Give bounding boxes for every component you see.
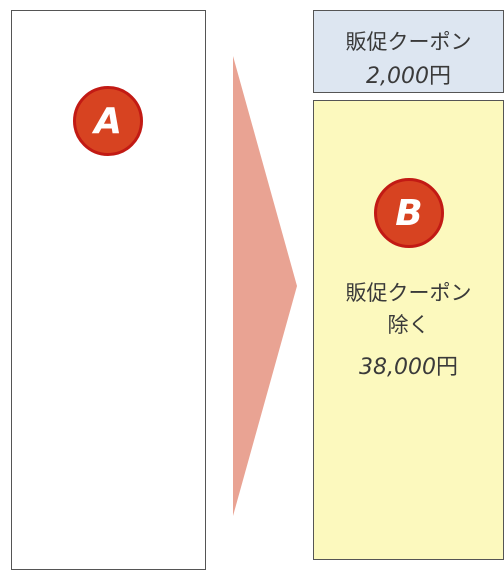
coupon-amount-unit: 円 — [428, 64, 451, 89]
main-label-line1: 販促クーポン — [345, 281, 472, 305]
coupon-box: 販促クーポン 2,000円 — [313, 10, 504, 93]
badge-a: A — [73, 86, 143, 156]
main-amount-number: 38,000 — [359, 355, 436, 380]
main-amount-unit: 円 — [435, 355, 458, 380]
coupon-label: 販促クーポン — [345, 30, 472, 54]
main-label-line2: 除く — [387, 313, 430, 337]
main-label: 販促クーポン 除く — [314, 277, 503, 341]
coupon-amount-number: 2,000 — [366, 64, 429, 89]
main-box: 販促クーポン 除く 38,000円 — [313, 100, 504, 560]
badge-b: B — [374, 178, 444, 248]
main-amount: 38,000円 — [314, 349, 503, 381]
right-arrow-icon — [233, 56, 297, 516]
coupon-amount: 2,000円 — [314, 58, 503, 90]
